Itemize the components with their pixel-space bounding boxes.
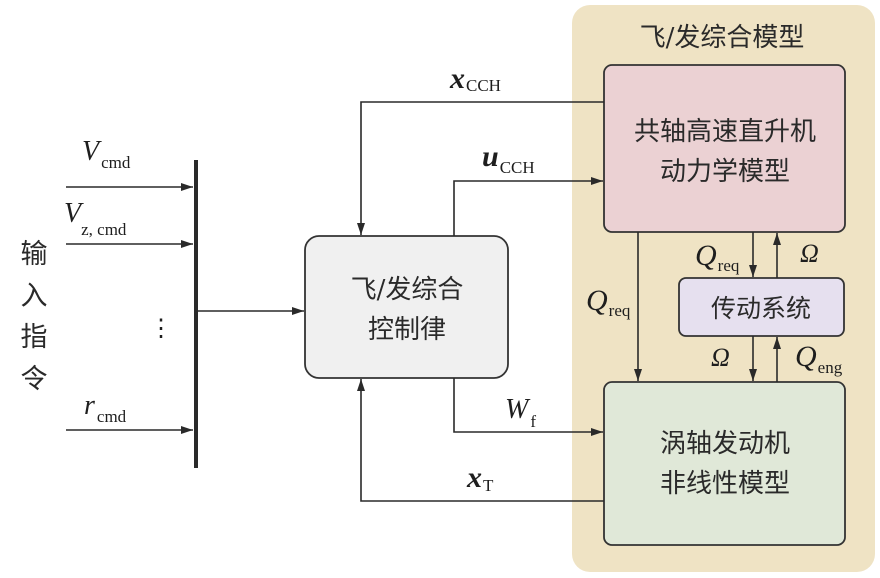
label-q-req-trans-sub: req	[718, 256, 740, 275]
label-r-cmd-sub: cmd	[97, 407, 127, 426]
label-q-eng-sub: eng	[818, 358, 843, 377]
label-x-cch: xCCH	[449, 62, 501, 95]
label-x-cch-symbol: x	[449, 62, 465, 95]
input-ellipsis: ⋮	[149, 316, 173, 342]
engine-line1: 涡轴发动机	[660, 429, 790, 459]
label-omega-top: Ω	[800, 239, 819, 268]
input-group-char-2: 入	[21, 281, 48, 312]
input-group-char-1: 输	[21, 239, 48, 270]
label-u-cch-sub: CCH	[500, 158, 535, 177]
controller-line2: 控制律	[368, 315, 446, 345]
rotorcraft-line1: 共轴高速直升机	[634, 117, 816, 147]
label-q-eng-symbol: Q	[795, 340, 817, 373]
label-x-t: xT	[466, 461, 494, 495]
label-v-cmd-sub: cmd	[101, 153, 131, 172]
label-u-cch-symbol: u	[482, 140, 499, 173]
u-cch-arrow	[453, 177, 603, 236]
label-omega-bottom: Ω	[711, 343, 730, 372]
label-vz-cmd: Vz, cmd	[64, 198, 127, 239]
controller-line1: 飞/发综合	[351, 275, 464, 305]
engine-line2: 非线性模型	[660, 469, 790, 499]
label-q-req-long-symbol: Q	[586, 284, 608, 317]
label-q-req-trans-symbol: Q	[695, 239, 717, 272]
label-u-cch: uCCH	[482, 140, 535, 177]
w-f-arrow	[453, 378, 603, 436]
input-group-char-4: 令	[21, 364, 48, 395]
rotorcraft-dynamics-box: 共轴高速直升机 动力学模型	[603, 64, 846, 233]
label-q-eng: Qeng	[795, 340, 843, 377]
rotorcraft-line2: 动力学模型	[660, 157, 790, 187]
label-x-t-symbol: x	[466, 461, 482, 494]
label-x-t-sub: T	[483, 476, 494, 495]
x-t-feedback-arrow	[357, 379, 604, 502]
label-v-cmd-symbol: V	[82, 136, 102, 167]
transmission-box: 传动系统	[678, 277, 845, 337]
label-vz-cmd-symbol: V	[64, 198, 84, 229]
label-q-req-long-sub: req	[609, 301, 631, 320]
label-x-cch-sub: CCH	[466, 76, 501, 95]
label-r-cmd-symbol: r	[84, 390, 95, 421]
label-w-f-symbol: W	[505, 394, 531, 425]
engine-model-box: 涡轴发动机 非线性模型	[603, 381, 846, 546]
label-w-f-sub: f	[530, 412, 536, 431]
x-cch-feedback-arrow	[357, 101, 604, 235]
controller-box: 飞/发综合 控制律	[304, 235, 509, 379]
panel-title: 飞/发综合模型	[640, 23, 805, 53]
label-q-req-trans: Qreq	[695, 239, 740, 275]
label-q-req-long: Qreq	[586, 284, 631, 320]
label-vz-cmd-sub: z, cmd	[81, 220, 127, 239]
input-group-char-3: 指	[21, 322, 48, 353]
transmission-label: 传动系统	[711, 294, 811, 323]
